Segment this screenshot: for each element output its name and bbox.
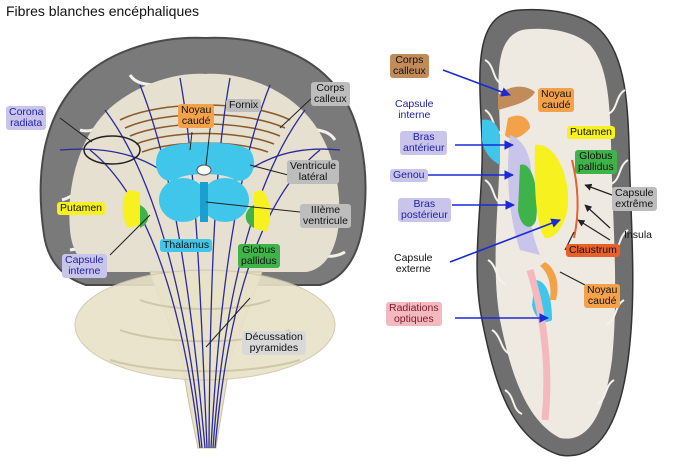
label-capsule-interne-right: Capsule interne [395,98,434,121]
label-claustrum: Claustrum [566,244,620,257]
label-corps-calleux-left: Corps calleux [311,82,350,106]
right-pallidus [245,205,254,228]
corona-loop [83,135,141,165]
label-capsule-extreme: Capsule extrême [612,187,657,211]
label-globus-pallidus-left: Globus pallidus [238,244,280,268]
label-globus-pallidus-right: Globus pallidus [575,150,617,174]
axial-section [476,8,634,457]
label-decussation-pyramides: Décussation pyramides [242,331,306,355]
label-noyau-caude-bottom: Noyau caudé [584,284,621,308]
caudate-tail [540,262,558,300]
left-leader-lines [59,94,316,348]
label-capsule-externe: Capsule externe [394,252,433,275]
label-noyau-caude-left: Noyau caudé [178,104,215,128]
label-thalamus: Thalamus [160,239,213,252]
label-radiations-optiques: Radiations optiques [386,302,442,326]
label-insula: Insula [624,229,653,241]
lateral-ventricle [155,142,255,181]
cerebellum [74,269,336,381]
label-noyau-caude-top: Noyau caudé [538,88,575,112]
caudate-top [505,115,530,139]
label-fornix: Fornix [226,99,262,112]
label-putamen-right: Putamen [567,126,616,139]
claustrum-axial [571,159,579,239]
putamen-axial [534,144,569,239]
sulci [484,59,629,415]
label-corps-calleux-right: Corps calleux [390,54,429,78]
label-bras-anterieur: Bras antérieur [400,131,448,155]
label-corona-radiata: Corona radiata [6,106,47,130]
third-ventricle [200,182,208,222]
label-ventricule-lateral: Ventricule latéral [287,160,340,184]
page-title: Fibres blanches encéphaliques [6,3,200,19]
left-putamen [122,190,140,228]
thalamus-r [201,178,249,222]
fornix [196,164,212,176]
thalamus-l [159,178,207,222]
pallidus-axial [518,164,538,227]
label-genou: Genou [390,169,428,182]
label-bras-posterieur: Bras postérieur [398,198,451,222]
label-iiieme-ventricule: IIIème ventricule [300,204,351,228]
ventricle-axial [482,119,500,165]
right-arrows [425,69,561,323]
label-capsule-interne-left: Capsule interne [62,254,107,278]
label-putamen-left: Putamen [57,202,106,215]
right-putamen [254,190,271,232]
optic-radiations [526,268,551,421]
